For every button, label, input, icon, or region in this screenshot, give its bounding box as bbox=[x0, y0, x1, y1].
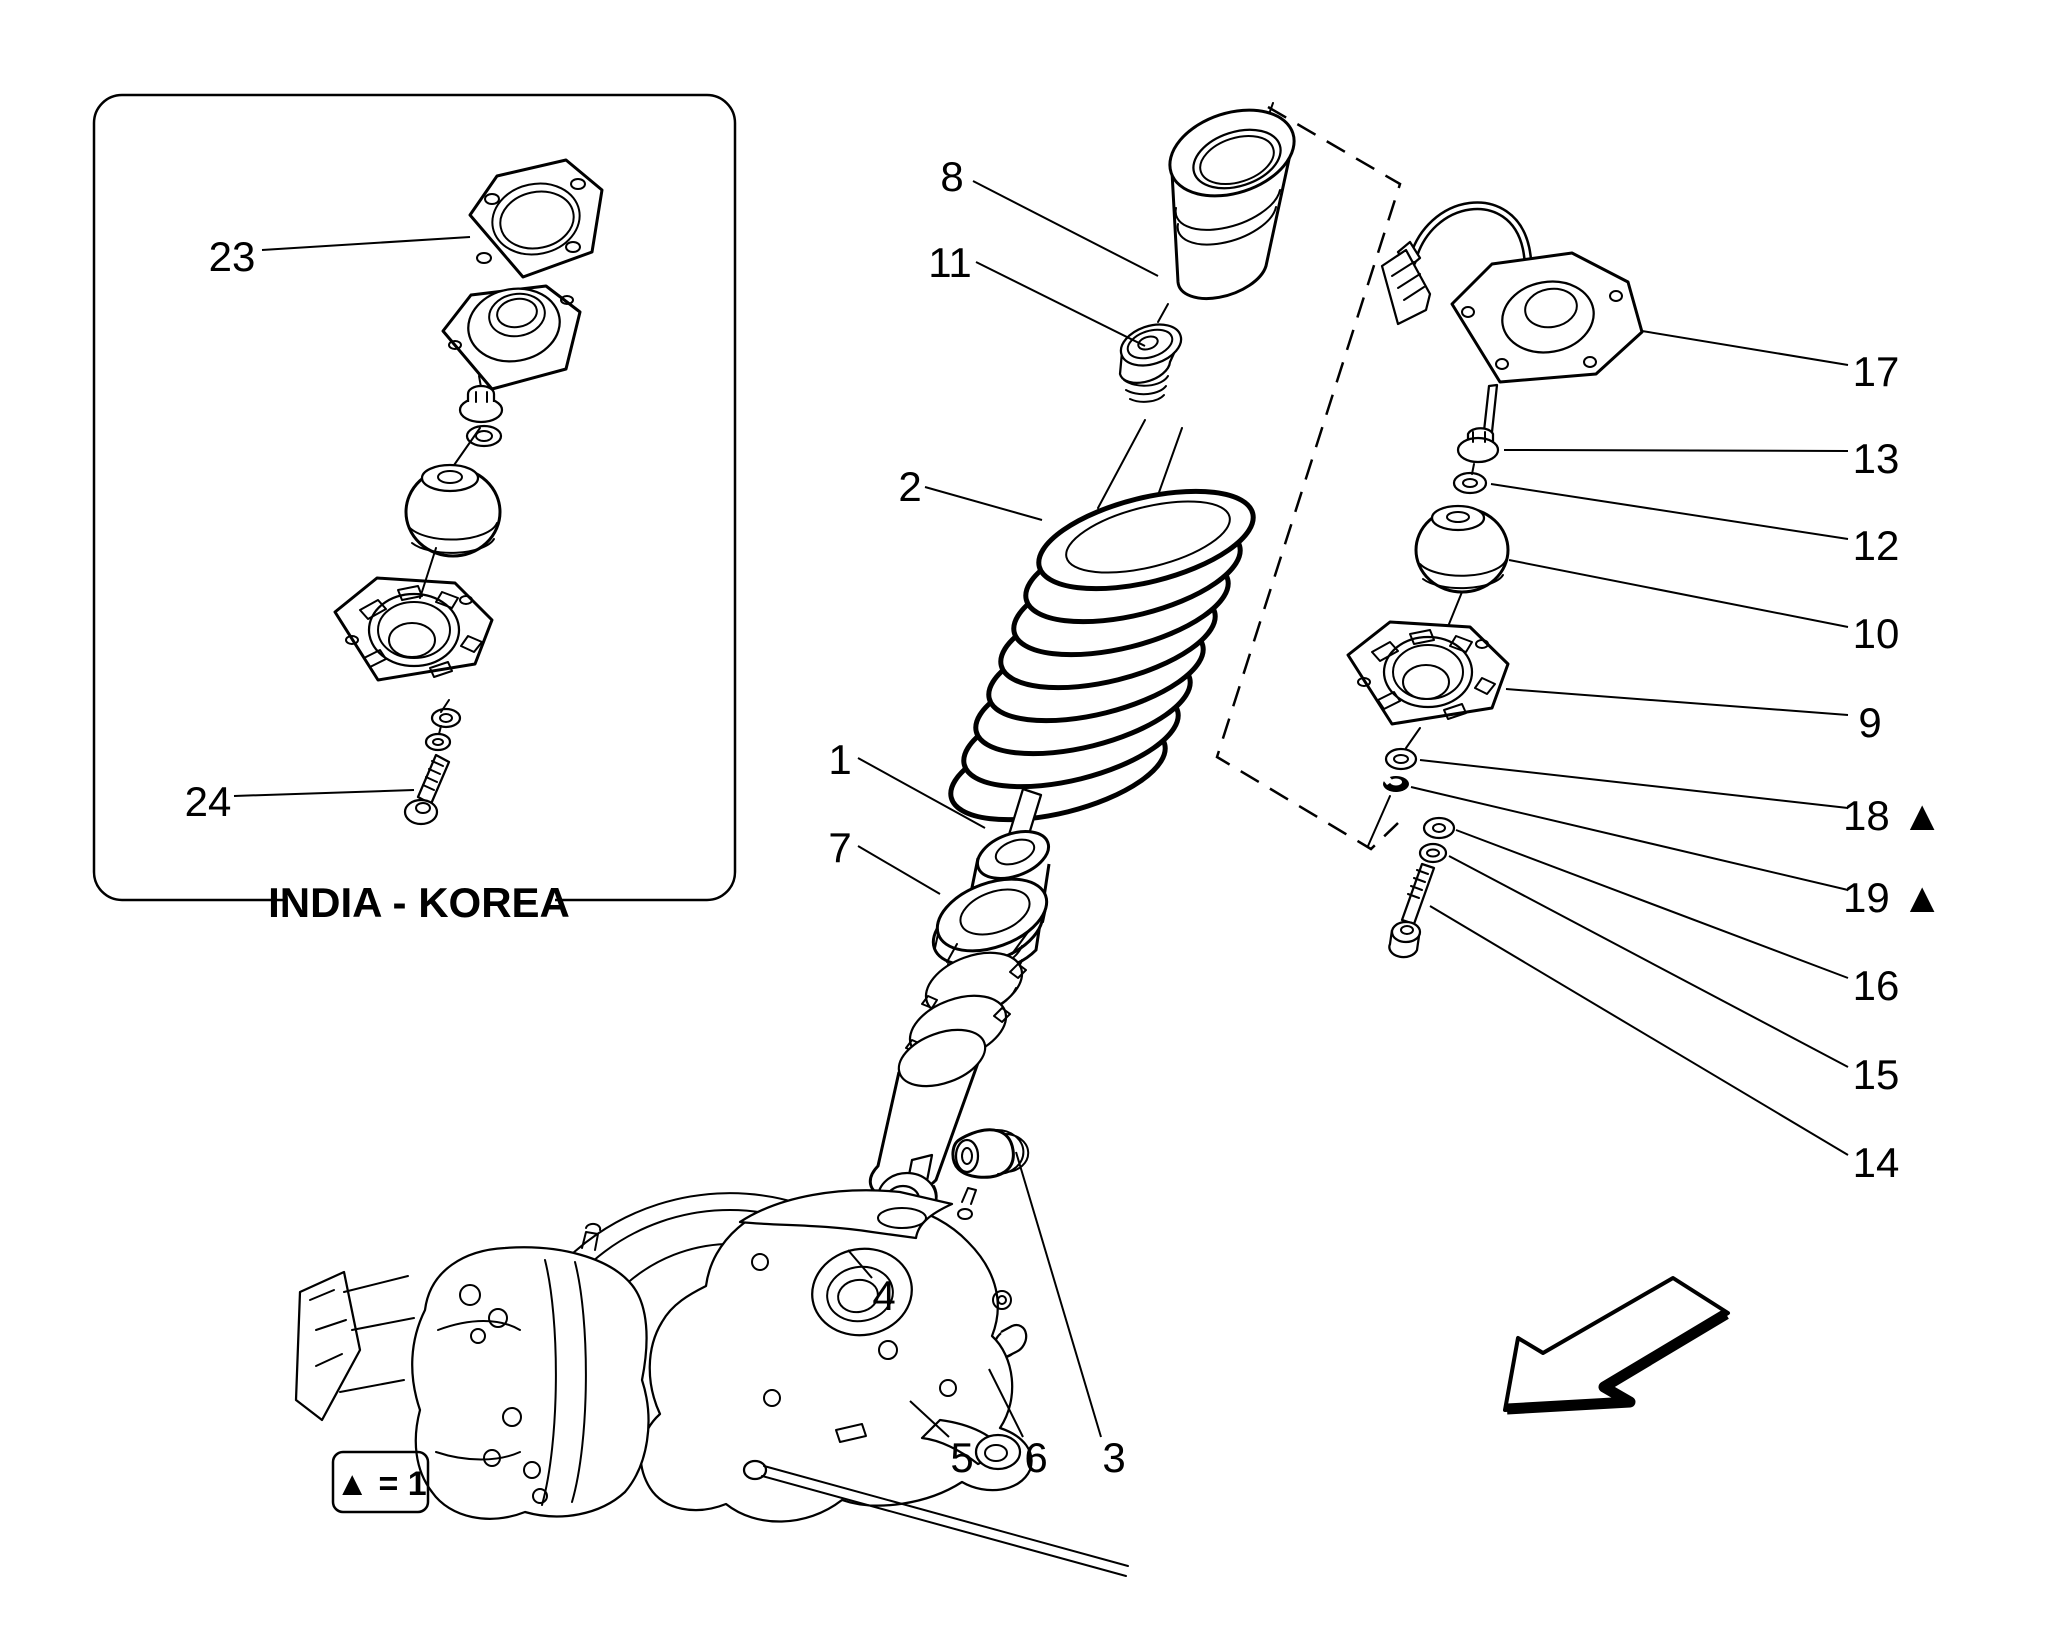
variant-divider-dashed-line bbox=[1215, 105, 1402, 851]
coil-spring bbox=[948, 427, 1256, 823]
callout-1: 1 bbox=[828, 736, 851, 783]
india-korea-variant-box: INDIA - KOREA bbox=[92, 93, 737, 926]
callout-9: 9 bbox=[1858, 699, 1881, 746]
callout-16: 16 bbox=[1853, 962, 1900, 1009]
callout-2: 2 bbox=[898, 463, 921, 510]
callout-13: 13 bbox=[1853, 435, 1900, 482]
electronic-mount-assembly bbox=[1346, 201, 1644, 959]
callout-15: 15 bbox=[1853, 1051, 1900, 1098]
callout-3: 3 bbox=[1102, 1434, 1125, 1481]
callout-6: 6 bbox=[1024, 1434, 1047, 1481]
callout-24: 24 bbox=[185, 778, 232, 825]
washer-16 bbox=[1422, 816, 1456, 840]
spring-seat-ring bbox=[931, 877, 1049, 967]
mount-washer-2 bbox=[430, 707, 462, 729]
rubber-buffer bbox=[404, 463, 502, 558]
stud-nut bbox=[1456, 427, 1500, 464]
mount-washer bbox=[451, 424, 503, 469]
callout-14: 14 bbox=[1853, 1139, 1900, 1186]
mount-hex-plate bbox=[333, 547, 494, 682]
brake-caliper bbox=[294, 1222, 650, 1520]
region-label: INDIA - KOREA bbox=[268, 879, 570, 926]
callout-23: 23 bbox=[209, 233, 256, 280]
mount-nut bbox=[458, 384, 504, 424]
mount-washer-3 bbox=[424, 699, 452, 752]
callout-labels: 23 24 8 11 2 1 7 4 5 6 3 17 13 12 10 9 1… bbox=[185, 153, 1943, 1481]
snap-ring-19 bbox=[1367, 776, 1409, 847]
callout-leader-lines bbox=[233, 180, 1849, 1438]
upper-cup bbox=[1168, 102, 1296, 300]
hex-plate-right bbox=[1346, 620, 1510, 749]
threaded-plug bbox=[1097, 303, 1183, 509]
callout-4: 4 bbox=[872, 1272, 895, 1319]
washer-18 bbox=[1384, 747, 1418, 771]
legend-box: ▲ = 1 bbox=[331, 1450, 430, 1514]
toe-link-rod bbox=[742, 1459, 1129, 1577]
washer-15 bbox=[1418, 842, 1448, 864]
callout-17: 17 bbox=[1853, 348, 1900, 395]
eye-bushing bbox=[951, 1128, 1030, 1179]
callout-7: 7 bbox=[828, 824, 851, 871]
rubber-buffer-right bbox=[1414, 504, 1510, 667]
legend-text: ▲ = 1 bbox=[335, 1465, 426, 1503]
callout-8: 8 bbox=[940, 153, 963, 200]
upper-mount-dome bbox=[441, 284, 582, 399]
wheel-hub-brake-assembly bbox=[294, 1187, 1129, 1577]
callout-5: 5 bbox=[950, 1434, 973, 1481]
sensor-mount-plate bbox=[1380, 201, 1644, 434]
callout-19: 19 ▲ bbox=[1843, 874, 1943, 921]
bolt-14 bbox=[1388, 862, 1436, 959]
shock-absorber-assembly bbox=[820, 102, 1296, 1406]
callout-12: 12 bbox=[1853, 522, 1900, 569]
upper-mount-flange-plate bbox=[468, 158, 604, 279]
callout-11: 11 bbox=[928, 239, 972, 286]
callout-10: 10 bbox=[1853, 610, 1900, 657]
stud-washer bbox=[1452, 463, 1488, 495]
cable-connector bbox=[1380, 248, 1432, 326]
direction-arrow-icon bbox=[1503, 1276, 1730, 1415]
mount-bolt bbox=[403, 753, 451, 826]
callout-18: 18 ▲ bbox=[1843, 792, 1943, 839]
suspension-knuckle bbox=[639, 1187, 1033, 1523]
